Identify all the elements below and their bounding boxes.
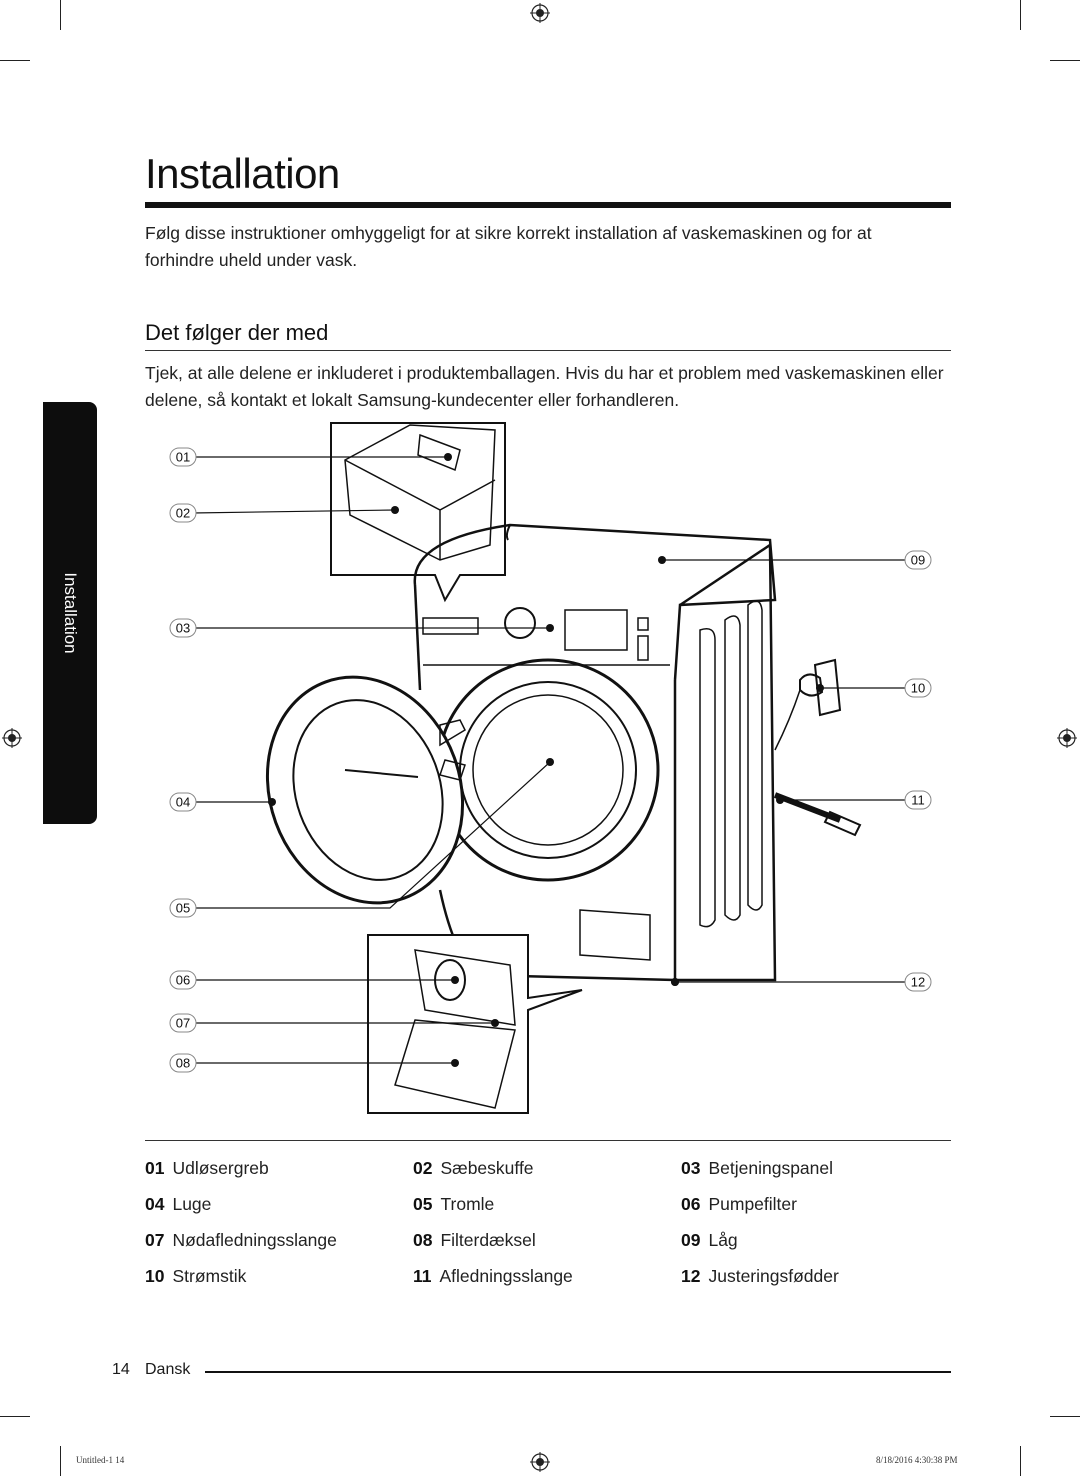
crop-mark — [60, 1446, 61, 1476]
section-paragraph: Tjek, at alle delene er inkluderet i pro… — [145, 363, 944, 410]
registration-mark-icon — [1057, 728, 1077, 748]
washing-machine-diagram: 01 02 03 04 05 06 07 08 09 10 11 12 — [169, 422, 932, 1114]
crop-mark — [1020, 0, 1021, 30]
callout-02: 02 — [176, 506, 190, 521]
registration-mark-icon — [530, 1452, 550, 1472]
crop-mark — [1050, 1416, 1080, 1417]
callout-09: 09 — [911, 553, 925, 568]
callout-01: 01 — [176, 450, 190, 465]
callout-leaders — [191, 456, 905, 1064]
crop-mark — [0, 60, 30, 61]
callout-04: 04 — [176, 795, 190, 810]
crop-mark — [1020, 1446, 1021, 1476]
page-title: Installation — [145, 150, 340, 197]
side-tab-label: Installation — [61, 572, 80, 654]
registration-mark-icon — [530, 3, 550, 23]
print-slug-left: Untitled-1 14 — [76, 1455, 125, 1465]
crop-mark — [0, 1416, 30, 1417]
callout-08: 08 — [176, 1056, 190, 1071]
callout-labels: 01 02 03 04 05 06 07 08 09 10 11 12 — [169, 447, 932, 1073]
machine-body — [265, 523, 862, 986]
callout-03: 03 — [176, 621, 190, 636]
page-number: 14 — [112, 1361, 130, 1378]
side-tab: Installation — [43, 402, 97, 824]
callout-07: 07 — [176, 1016, 190, 1031]
legend-rule — [145, 1140, 951, 1141]
intro-paragraph: Følg disse instruktioner omhyggeligt for… — [145, 223, 872, 270]
crop-mark — [60, 0, 61, 30]
pump-filter-inset — [367, 934, 583, 1114]
callout-12: 12 — [911, 975, 925, 990]
callout-06: 06 — [176, 973, 190, 988]
callout-05: 05 — [176, 901, 190, 916]
detergent-drawer-inset — [330, 422, 506, 603]
footer-language: Dansk — [145, 1361, 191, 1378]
callout-10: 10 — [911, 681, 925, 696]
registration-mark-icon — [2, 728, 22, 748]
title-rule — [145, 202, 951, 208]
footer-rule — [205, 1371, 951, 1373]
crop-mark — [1050, 60, 1080, 61]
callout-11: 11 — [911, 793, 925, 808]
section-title: Det følger der med — [145, 320, 329, 345]
section-rule — [145, 350, 951, 351]
print-slug-right: 8/18/2016 4:30:38 PM — [876, 1455, 958, 1465]
